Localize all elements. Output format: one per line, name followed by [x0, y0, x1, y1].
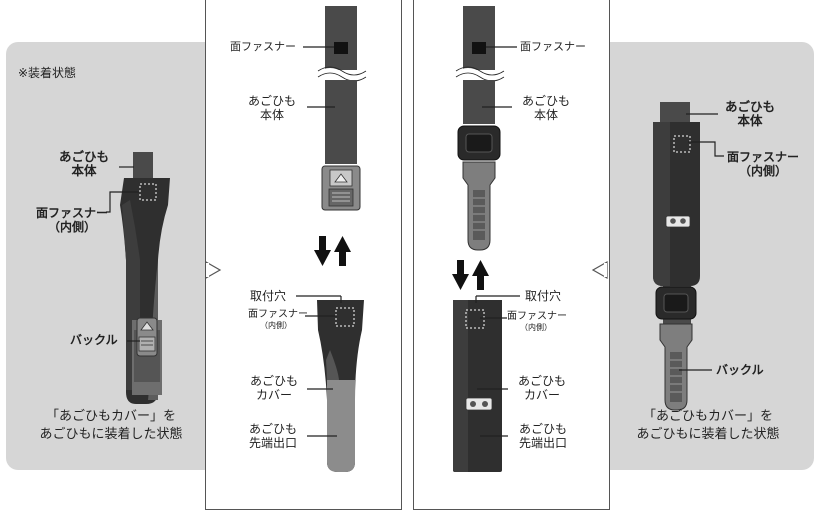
swap-arrows-icon	[314, 236, 351, 266]
buckle-icon	[136, 317, 158, 357]
mount-hole-label: 取付穴	[250, 289, 287, 303]
center-left-cover	[296, 295, 364, 472]
left-caption: 「あごひもカバー」を あごひもに装着した状態	[39, 409, 183, 442]
cover-label: あごひも カバー	[249, 374, 298, 402]
velcro-label: 面ファスナー （内側）	[36, 206, 109, 234]
right-caption: 「あごひもカバー」を あごひもに装着した状態	[636, 409, 780, 442]
left-assembled-strap	[106, 152, 170, 404]
right-panel	[596, 42, 814, 470]
callout-pointer-icon	[591, 260, 608, 280]
velcro-top-label: 面ファスナー	[230, 40, 296, 53]
velcro-inner-label: 面ファスナー （内側）	[507, 311, 567, 332]
mount-hole-label: 取付穴	[525, 289, 562, 303]
center-left-panel	[205, 0, 402, 510]
buckle-label: バックル	[716, 363, 764, 377]
cover-label: あごひも カバー	[517, 374, 566, 402]
strap-body-label: あごひも 本体	[724, 99, 775, 128]
center-right-strap	[454, 6, 517, 251]
swap-arrows-icon	[452, 260, 489, 290]
buckle-label: バックル	[70, 333, 118, 347]
illustration-layer	[106, 6, 724, 472]
tip-exit-label: あごひも 先端出口	[248, 422, 297, 450]
strap-body-label: あごひも 本体	[247, 94, 296, 122]
center-right-cover	[453, 295, 520, 472]
velcro-inner-label: 面ファスナー （内側）	[248, 309, 308, 330]
strap-body-label: あごひも 本体	[521, 94, 570, 122]
strap-body-label: あごひも 本体	[58, 149, 109, 178]
callout-pointer-icon	[205, 260, 222, 280]
velcro-label: 面ファスナー （内側）	[726, 150, 799, 178]
velcro-top-label: 面ファスナー	[520, 40, 586, 53]
left-panel	[6, 42, 222, 470]
buckle-icon	[321, 165, 361, 211]
center-right-panel	[413, 0, 610, 510]
note-mounted-state: ※装着状態	[18, 66, 77, 80]
right-assembled-strap	[653, 102, 724, 411]
tip-exit-label: あごひも 先端出口	[518, 422, 567, 450]
center-left-strap	[303, 6, 368, 211]
